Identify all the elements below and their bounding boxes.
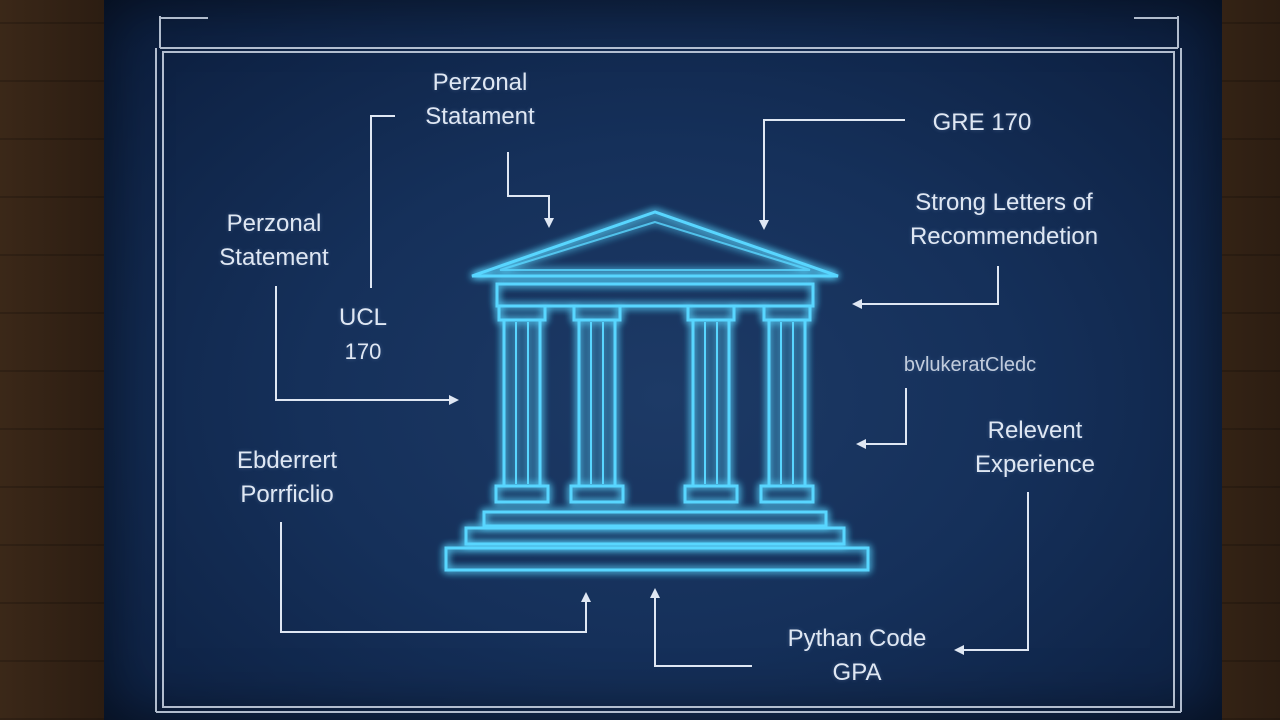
label-line: Porrficlio [240,481,334,508]
connector-personal-statement-top [507,152,554,228]
label-personal-statement-left: Perzonal Statement [192,207,356,275]
label-python-gpa: Pythan Code GPA [764,622,950,690]
label-line: Recommendetion [909,223,1099,250]
label-line: GPA [832,659,882,686]
connector-python [650,588,752,667]
label-line: Relevent [987,417,1083,444]
label-line: Statement [219,244,329,271]
label-line: bvlukeratCledc [903,354,1037,376]
label-relevant-experience: Relevent Experience [950,414,1120,482]
label-gre: GRE 170 [910,106,1054,140]
label-line: Pythan Code [787,625,927,652]
label-letters-of-recommendation: Strong Letters of Recommendetion [880,186,1128,254]
label-line: Perzonal [432,69,528,96]
label-line: UCL [338,304,387,331]
connector-blurred [856,388,907,449]
label-portfolio: Ebderrert Porrficlio [214,444,360,512]
connector-portfolio [280,522,591,633]
greek-temple-icon [444,210,870,572]
label-line: Ebderrert [236,447,338,474]
connector-ucl [370,115,395,288]
diagram-frame [155,16,1182,713]
connector-gre [759,119,905,230]
label-line: GRE 170 [932,109,1032,136]
connector-personal-statement-left [275,286,459,405]
blueprint-board [104,0,1222,720]
connector-letters [852,266,999,309]
label-line: Strong Letters of [915,189,1093,216]
label-line: Experience [974,451,1096,478]
label-line: Perzonal [226,210,322,237]
connector-relevant [954,492,1029,655]
label-blurred: bvlukeratCledc [872,348,1068,382]
label-line: 170 [344,339,382,364]
label-line: Statament [425,103,535,130]
label-ucl: UCL 170 [318,301,408,369]
label-personal-statement-top: Perzonal Statament [392,66,568,134]
